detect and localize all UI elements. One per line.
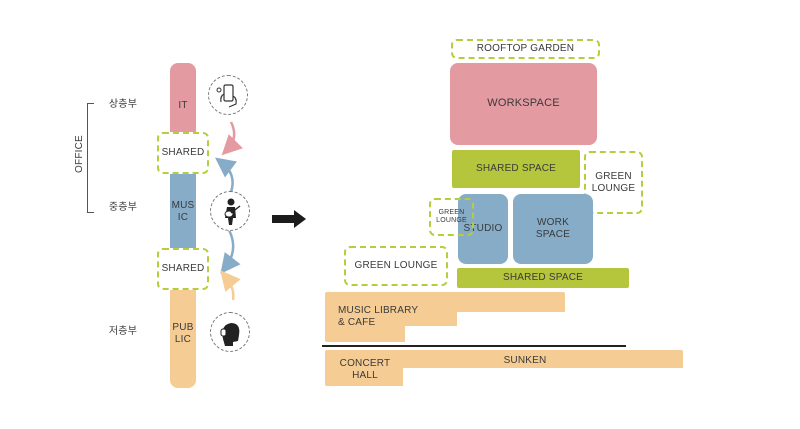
shared-space-top-label: SHARED SPACE [475,163,556,174]
green-lounge-small-label: GREEN LOUNGE [436,208,467,224]
green-lounge-left-label: GREEN LOUNGE [354,260,438,271]
stack-music-label: MUS IC [171,200,195,223]
arrow-public-to-shared [220,270,241,300]
green-lounge-small-box: GREEN LOUNGE [429,198,474,236]
stack-music [170,165,196,261]
concert-hall-label: CONCERT HALL [339,358,391,381]
studio-block: STUDIO [458,194,508,264]
shared-top-box: SHARED [157,132,209,174]
arrow-music-to-shared-bottom [220,229,241,274]
phone-hand-icon [208,75,248,115]
floor-label-middle: 중층부 [108,202,138,213]
work-space-label: WORK SPACE [535,217,571,240]
guitar-player-icon [210,191,250,231]
floor-label-upper: 상층부 [108,99,138,110]
workspace-label: WORKSPACE [487,97,560,110]
concert-hall-block [325,350,683,386]
sunken-label: SUNKEN [503,355,547,366]
rooftop-garden-box: ROOFTOP GARDEN [451,39,600,59]
office-bracket [87,103,94,213]
shared-bottom-label: SHARED [161,263,205,274]
green-lounge-right-box: GREEN LOUNGE [584,151,643,214]
rooftop-garden-label: ROOFTOP GARDEN [476,43,575,54]
transition-arrow-icon [272,210,306,228]
studio-label: STUDIO [463,223,503,234]
stack-it-label: IT [178,100,188,111]
arrow-music-to-shared-top [215,157,238,193]
shared-space-bottom-label: SHARED SPACE [502,272,583,283]
green-lounge-left-box: GREEN LOUNGE [344,246,448,286]
floor-label-lower: 저층부 [108,326,138,337]
stack-public [170,278,196,388]
work-space-block: WORK SPACE [513,194,593,264]
shared-space-bottom-block: SHARED SPACE [457,268,629,288]
office-label: OFFICE [74,135,85,173]
shared-bottom-box: SHARED [157,248,209,290]
arrow-it-to-shared [221,121,243,156]
music-library-block [325,292,565,342]
music-library-label: MUSIC LIBRARY & CAFE [338,305,419,328]
stack-public-label: PUB LIC [172,322,194,345]
ground-line [322,345,626,347]
headphones-head-icon [210,312,250,352]
flow-arrows [215,121,243,300]
shared-top-label: SHARED [161,147,205,158]
green-lounge-right-label: GREEN LOUNGE [591,170,636,194]
workspace-block: WORKSPACE [450,63,597,145]
shared-space-top-block: SHARED SPACE [452,150,580,188]
